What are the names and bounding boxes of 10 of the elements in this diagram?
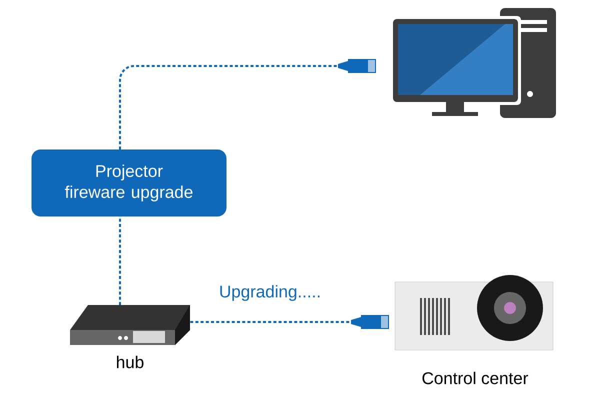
network-cable — [119, 59, 376, 150]
hub-drawing — [70, 305, 190, 345]
edge-label: Upgrading..... — [218, 284, 322, 302]
projector-drawing — [394, 275, 554, 350]
network-cable — [119, 216, 121, 305]
network-cable — [190, 315, 389, 329]
label-box: Projector fireware upgrade — [32, 150, 226, 216]
node-label: Control center — [422, 372, 528, 384]
computer-drawing — [390, 8, 556, 118]
node-label: hub — [117, 356, 144, 368]
